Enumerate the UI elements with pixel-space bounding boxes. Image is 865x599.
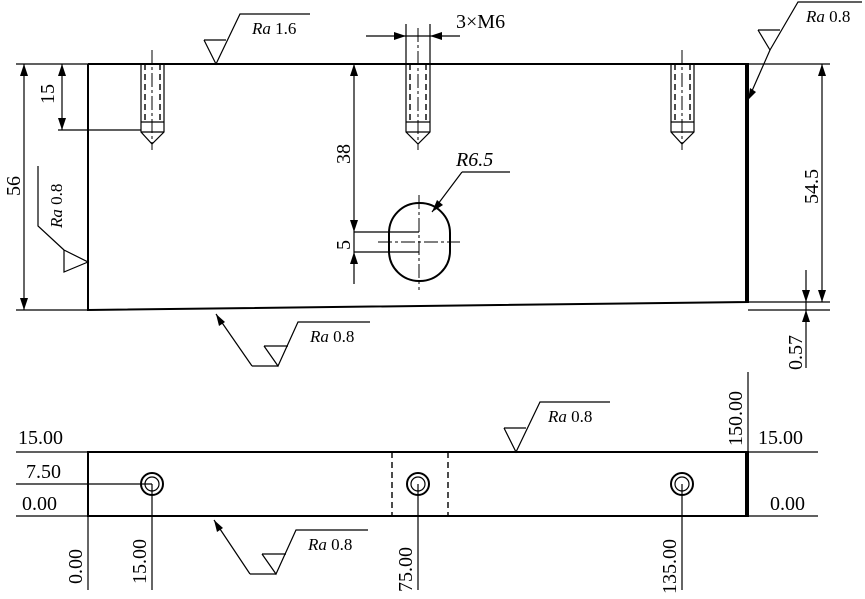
- right-height-label: 54.5: [801, 169, 823, 204]
- roughness-symbol-top: Ra 1.6: [203, 13, 310, 66]
- roughness-left-label: Ra 0.8: [47, 184, 66, 229]
- roughness-bottom-label: Ra 0.8: [309, 327, 354, 346]
- oblong-slot: [354, 195, 460, 290]
- radius-callout: R6.5: [431, 149, 510, 213]
- roughness-right-label: Ra 0.8: [805, 7, 850, 26]
- tapped-hole-left: [140, 50, 165, 150]
- x-label-135: 135.00: [659, 539, 681, 594]
- x-label-75: 75.00: [395, 547, 417, 592]
- roughness-symbol-bottom: Ra 0.8: [215, 313, 370, 368]
- roughness-symbol-right: Ra 0.8: [747, 1, 862, 101]
- tapped-hole-right: [670, 50, 695, 150]
- depth-label: 15: [37, 84, 59, 104]
- y-left-label-top: 15.00: [18, 427, 63, 449]
- hole-right: [670, 472, 694, 496]
- y-left-label-mid: 7.50: [26, 461, 61, 483]
- y-right-label-top: 15.00: [758, 427, 803, 449]
- y-left-label-bottom: 0.00: [22, 493, 57, 515]
- roughness-topview-top-label: Ra 0.8: [547, 407, 592, 426]
- dim-height: 56: [3, 63, 88, 311]
- slot-width-label: 5: [333, 240, 355, 250]
- radius-label: R6.5: [455, 149, 493, 171]
- x-label-15: 15.00: [129, 539, 151, 584]
- roughness-topview-bottom-label: Ra 0.8: [307, 535, 352, 554]
- roughness-symbol-left: Ra 0.8: [37, 166, 90, 273]
- height-label: 56: [3, 176, 25, 196]
- roughness-top-label: Ra 1.6: [251, 19, 296, 38]
- x-label-150: 150.00: [725, 391, 747, 446]
- step-label: 0.57: [785, 335, 807, 370]
- roughness-symbol-topview-bottom: Ra 0.8: [213, 519, 368, 576]
- hole-middle: [406, 472, 430, 496]
- y-right-label-bottom: 0.00: [770, 493, 805, 515]
- tapped-hole-middle: [405, 28, 431, 150]
- x-label-0: 0.00: [65, 549, 87, 584]
- front-view: 3×M6 R6.5 15: [3, 1, 862, 370]
- hole-left: [140, 472, 164, 496]
- dim-right: 54.5 0.57: [748, 63, 830, 370]
- thread-callout: 3×M6: [366, 11, 505, 64]
- thread-label: 3×M6: [456, 11, 505, 33]
- roughness-symbol-topview-top: Ra 0.8: [503, 401, 610, 454]
- center-height-label: 38: [333, 144, 355, 164]
- top-view: 15.00 7.50 0.00 15.00 0.00 0.00 15.00 75…: [16, 372, 818, 594]
- dim-center-height: 38 5: [333, 64, 358, 284]
- dim-depth: 15: [37, 64, 141, 131]
